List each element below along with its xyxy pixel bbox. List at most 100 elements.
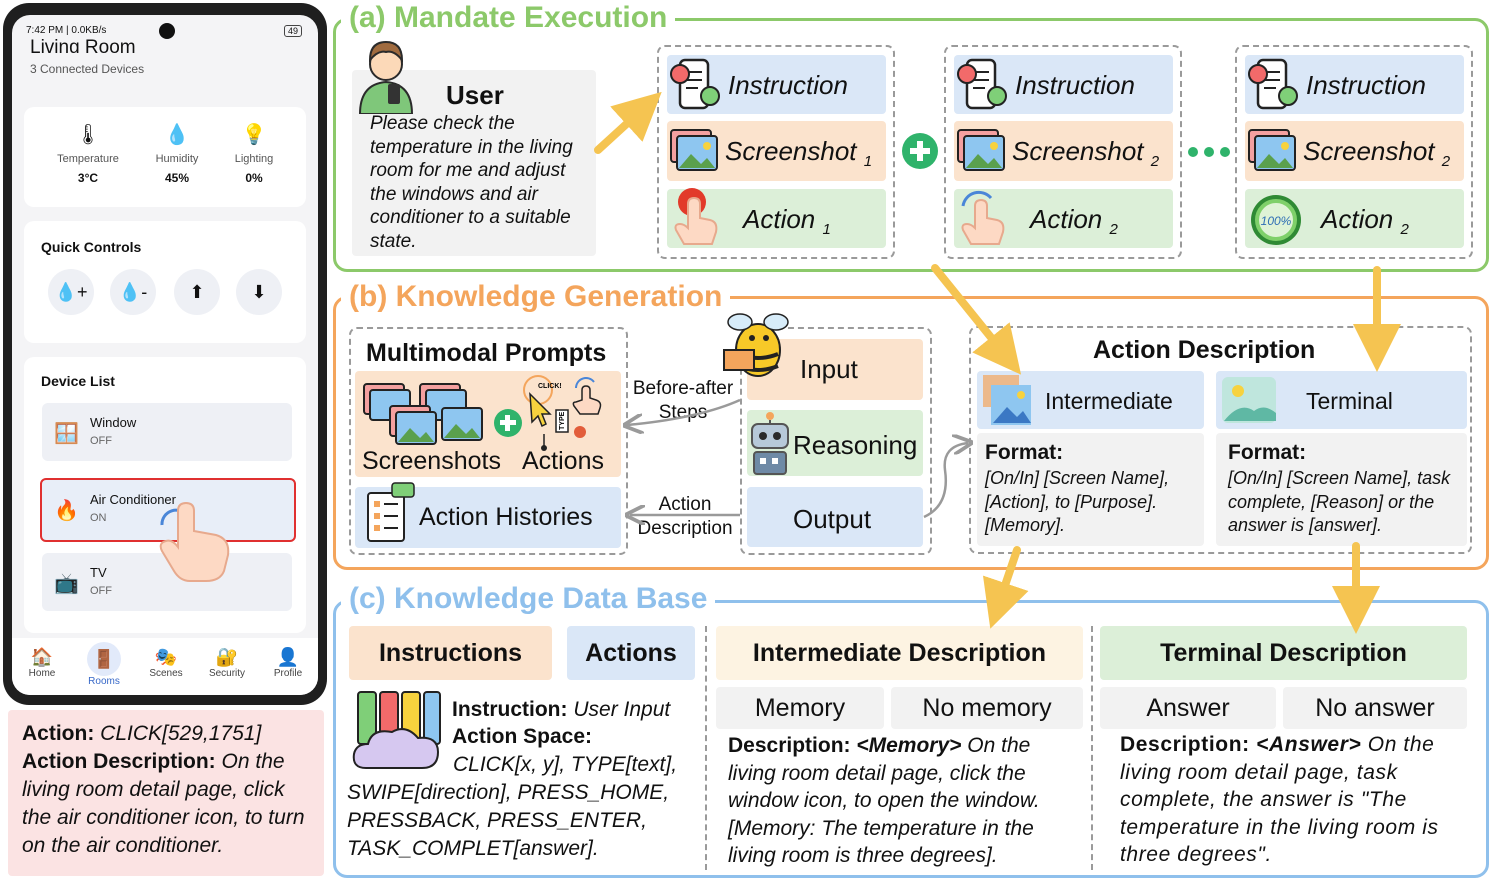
- humidity-up-button[interactable]: 💧+: [48, 269, 94, 315]
- device-air-conditioner[interactable]: 🔥 Air Conditioner ON: [40, 478, 296, 542]
- screenshot-label: Screenshot 1: [725, 136, 873, 171]
- humidity-down-button[interactable]: 💧-: [110, 269, 156, 315]
- format-label: Format:: [985, 441, 1064, 464]
- tv-icon: 📺: [54, 573, 79, 595]
- arrow-user-to-steps: [594, 91, 662, 154]
- device-name: Window: [90, 415, 137, 430]
- action-label: Action:: [22, 722, 95, 745]
- action-description-label: Action Description:: [22, 750, 216, 773]
- stat-value: 45%: [164, 171, 190, 185]
- nav-scenes[interactable]: 🎭 Scenes: [138, 646, 194, 679]
- tapping-hand-icon: [159, 501, 230, 582]
- instruction-label: Instruction: [1015, 70, 1135, 100]
- screenshot-label: Screenshot 2: [1303, 136, 1451, 171]
- intermediate-format-box: Format: [On/In] [Screen Name], [Action],…: [977, 433, 1204, 546]
- device-name: Air Conditioner: [90, 492, 176, 507]
- home-icon: 🏠: [30, 647, 54, 667]
- memory-box: Memory: [716, 687, 884, 729]
- image-stack-icon: [1248, 129, 1296, 171]
- action-description-text: On the living room detail page, click th…: [22, 750, 305, 857]
- nav-label: Security: [208, 668, 246, 679]
- robot-icon: [751, 412, 789, 475]
- nav-home[interactable]: 🏠 Home: [14, 646, 70, 679]
- user-box: User Please check the temperature in the…: [352, 40, 596, 256]
- profile-icon: 👤: [276, 647, 300, 667]
- instruction-line: Instruction: User Input Action Space:: [452, 698, 671, 748]
- swipe-hand-icon: [961, 190, 1005, 245]
- step-column-2: [944, 45, 1182, 259]
- plus-icon: [494, 409, 522, 437]
- no-memory-box: No memory: [891, 687, 1083, 729]
- document-history-icon: [367, 482, 415, 542]
- multimodal-prompts-title: Multimodal Prompts: [366, 339, 607, 368]
- quick-controls-card: Quick Controls 💧+ 💧- ⬆ ⬇: [24, 221, 306, 343]
- connected-devices-count: 3 Connected Devices: [30, 62, 145, 76]
- stats-card: 🌡 Temperature 3°C 💧 Humidity 45% 💡 Light…: [24, 107, 306, 207]
- window-up-button[interactable]: ⬆: [174, 269, 220, 315]
- device-name: TV: [90, 565, 107, 580]
- thermometer-icon: 🌡: [75, 124, 101, 146]
- nav-label: Scenes: [149, 668, 183, 679]
- ellipsis-icon: [1188, 147, 1230, 157]
- progress-complete-icon: 100%: [1251, 195, 1301, 245]
- device-window[interactable]: 🪟 Window OFF: [42, 403, 292, 461]
- stat-name: Humidity: [155, 153, 199, 165]
- stat-lighting: 💡 Lighting 0%: [214, 123, 294, 185]
- section-b-title: (b) Knowledge Generation: [341, 280, 731, 314]
- action-value: CLICK[529,1751]: [100, 722, 262, 745]
- plus-icon: [902, 133, 938, 169]
- bulb-icon: 💡: [241, 124, 267, 146]
- user-label: User: [446, 80, 504, 110]
- stat-value: 0%: [245, 171, 263, 185]
- device-tv[interactable]: 📺 TV OFF: [42, 553, 292, 611]
- terminal-format-box: Format: [On/In] [Screen Name], task comp…: [1216, 433, 1467, 546]
- terminal-description-box: Terminal Description: [1100, 626, 1467, 680]
- hand-press-icon: [674, 188, 718, 245]
- arrow-intermediate-to-db: [982, 546, 1029, 629]
- action-label: Action 2: [1321, 204, 1409, 239]
- masks-icon: 🎭: [154, 647, 178, 667]
- input-label: Input: [800, 354, 858, 384]
- nav-profile[interactable]: 👤 Profile: [260, 646, 316, 679]
- door-icon: 🚪: [87, 642, 121, 676]
- intermediate-description-text: Description: <Memory> On the living room…: [728, 734, 1040, 867]
- nav-security[interactable]: 🔐 Security: [199, 646, 255, 679]
- device-status: OFF: [90, 585, 112, 597]
- image-stack-icon: [957, 129, 1005, 171]
- arrow-output-to-description: [923, 443, 968, 519]
- instruction-label: Instruction: [728, 70, 848, 100]
- arrow-before-after: [628, 398, 741, 425]
- output-box: [747, 487, 923, 547]
- image-stack-icon: [670, 129, 718, 171]
- screenshots-label: Screenshots: [362, 447, 501, 475]
- device-status: OFF: [90, 435, 112, 447]
- cloud-database-icon: [352, 691, 441, 769]
- action-description-arrow-label: Action Description: [629, 493, 741, 541]
- nav-rooms[interactable]: 🚪 Rooms: [76, 642, 132, 687]
- phone-mockup: 7:42 PM | 0.0KB/s 49 Living Room 3 Conne…: [3, 3, 327, 705]
- nav-label: Home: [28, 668, 56, 679]
- model-group: [740, 327, 932, 555]
- device-list-title: Device List: [41, 373, 115, 389]
- bottom-nav: 🏠 Home 🚪 Rooms 🎭 Scenes 🔐 Security 👤 Pro…: [12, 638, 318, 695]
- arrow-steps-to-intermediate: [931, 264, 1022, 375]
- intermediate-format-text: [On/In] [Screen Name], [Action], to [Pur…: [985, 468, 1170, 535]
- window-down-button[interactable]: ⬇: [236, 269, 282, 315]
- battery-icon: 49: [284, 25, 303, 37]
- window-icon: 🪟: [54, 423, 79, 445]
- answer-box: Answer: [1100, 687, 1276, 729]
- action-histories-label: Action Histories: [419, 503, 593, 531]
- step-column-3: [1235, 45, 1473, 259]
- user-avatar-icon: [358, 40, 414, 114]
- page-title: Living Room: [30, 37, 136, 53]
- phone-screen: 7:42 PM | 0.0KB/s 49 Living Room 3 Conne…: [12, 15, 318, 695]
- stat-name: Temperature: [57, 153, 119, 165]
- section-knowledge-data-base: [333, 600, 1489, 878]
- phone-chat-icon: [670, 58, 720, 110]
- device-status: ON: [90, 512, 107, 524]
- action-description-box: Action: CLICK[529,1751] Action Descripti…: [8, 710, 324, 876]
- intermediate-label: Intermediate: [1045, 388, 1173, 414]
- screenshots-stack-icon: [363, 383, 483, 445]
- output-label: Output: [793, 504, 872, 534]
- phone-chat-icon: [957, 58, 1007, 110]
